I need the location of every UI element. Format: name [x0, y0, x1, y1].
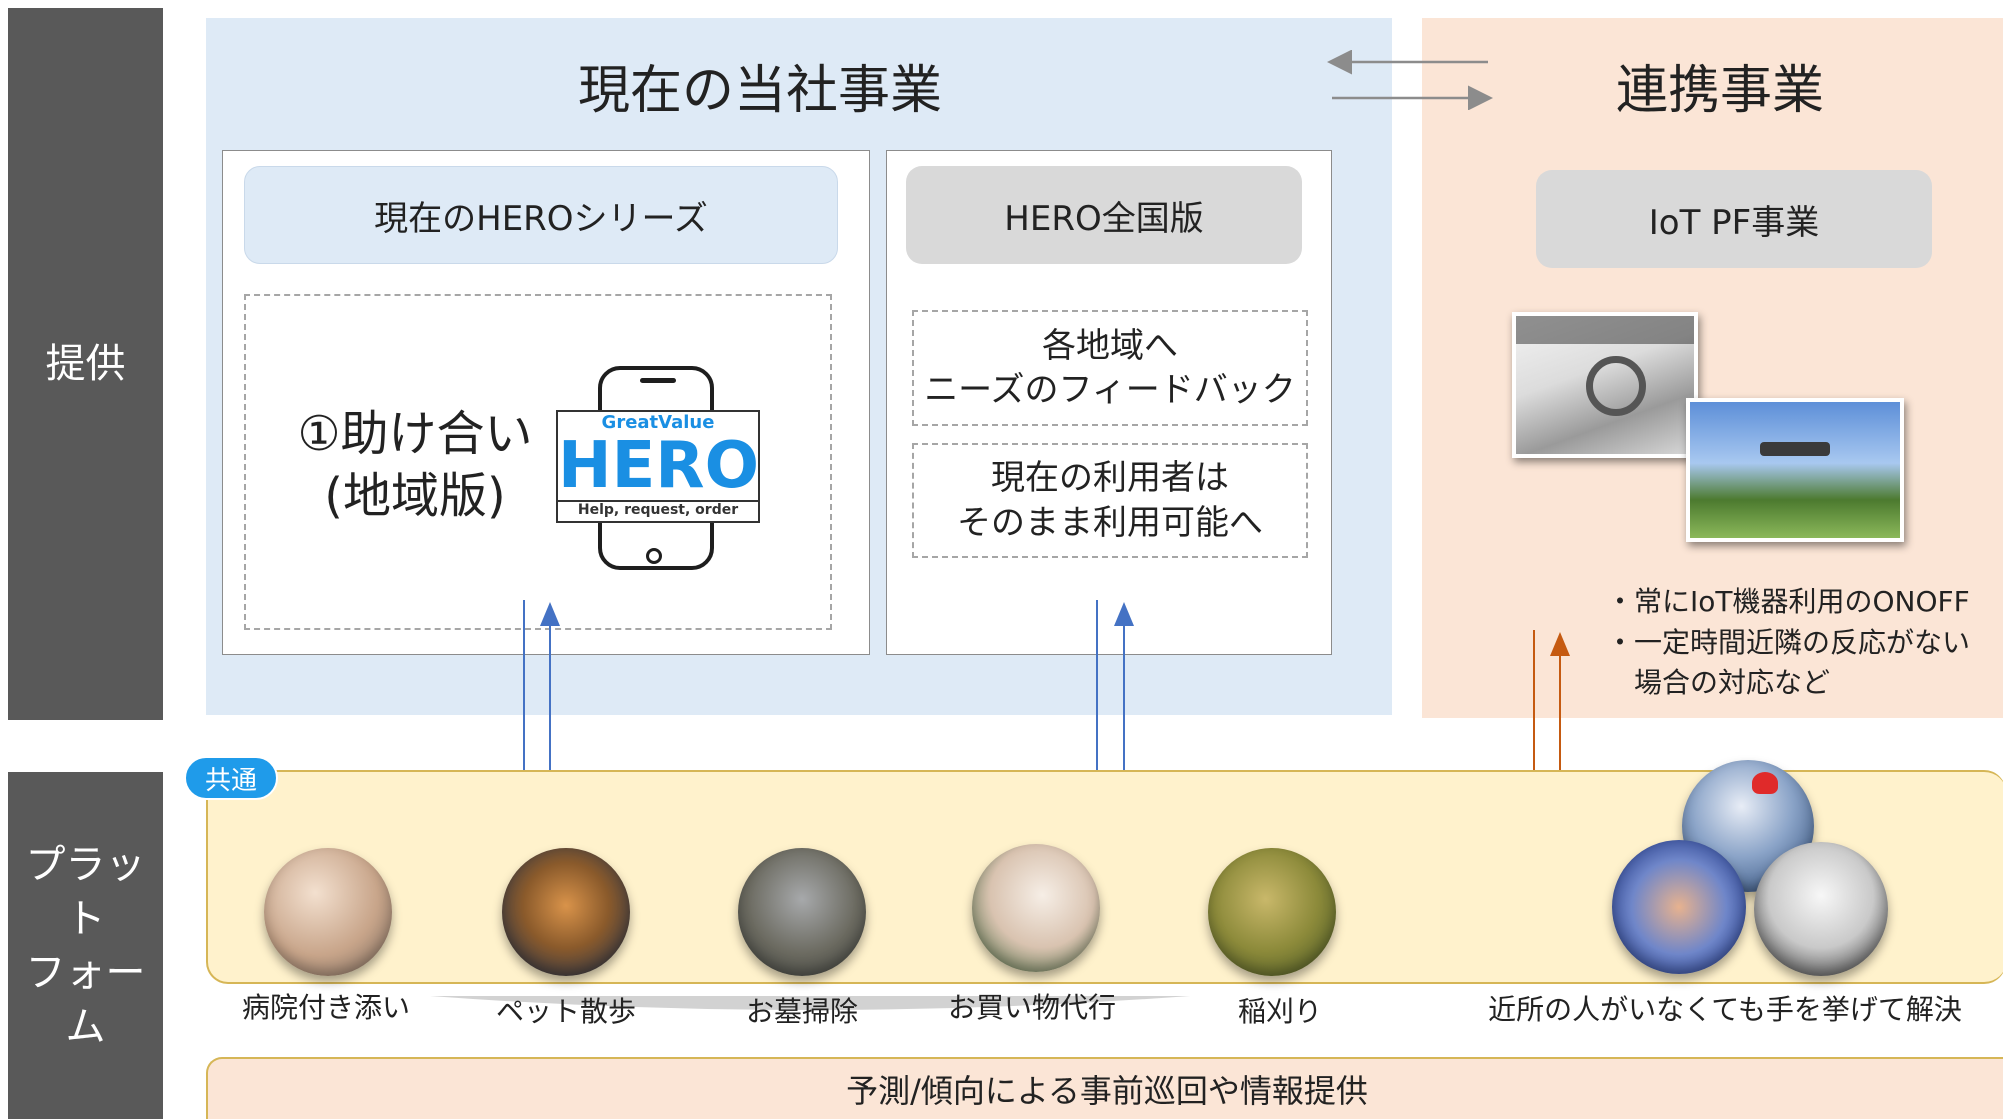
- dog-walk-photo: [502, 848, 630, 976]
- provide-sidebar: 提供: [8, 8, 163, 720]
- iot-bullet-3: 場合の対応など: [1606, 666, 1831, 700]
- raise-hand-caption: 近所の人がいなくても手を挙げて解決: [1488, 993, 1962, 1026]
- proactive-patrol-bar: 予測/傾向による事前巡回や情報提供: [206, 1057, 2003, 1119]
- service-caption-4: 稲刈り: [1237, 995, 1322, 1028]
- hero-series-dashed-box: [244, 294, 832, 630]
- raise-hand-photo-left: [1612, 840, 1746, 974]
- steering-wheel-icon: [1586, 356, 1646, 416]
- hero-logo: GreatValue HERO Help, request, order: [556, 410, 760, 523]
- hero-logo-top: GreatValue: [601, 412, 715, 433]
- caption-swoosh: [430, 996, 1190, 1010]
- hospital-escort-photo: [264, 848, 392, 976]
- provide-label: 提供: [45, 341, 126, 387]
- service-caption-3: お買い物代行: [947, 991, 1116, 1024]
- iot-bullet-2: ・一定時間近隣の反応がない: [1606, 625, 1971, 659]
- partner-business-title: 連携事業: [1615, 60, 1824, 121]
- platform-label: プラット フォーム: [25, 841, 146, 1050]
- common-badge: 共通: [184, 756, 278, 800]
- drone-icon: [1760, 442, 1830, 456]
- drone-photo: [1686, 398, 1904, 542]
- platform-sidebar: プラット フォーム: [8, 772, 163, 1119]
- existing-users-note: 現在の利用者は そのまま利用可能へ: [912, 443, 1308, 558]
- hero-logo-tagline: Help, request, order: [558, 500, 758, 522]
- rice-harvest-photo: [1208, 848, 1336, 976]
- iot-bullets: ・常にIoT機器利用のONOFF ・一定時間近隣の反応がない 場合の対応など: [1606, 582, 2003, 702]
- hero-national-label: HERO全国版: [906, 166, 1302, 264]
- shopping-proxy-photo: [972, 844, 1100, 972]
- raise-hand-photo-right: [1754, 842, 1888, 976]
- mutual-aid-text: ①助け合い (地域版): [297, 405, 533, 524]
- grave-cleaning-photo: [738, 848, 866, 976]
- hero-series-label: 現在のHEROシリーズ: [244, 166, 838, 264]
- service-caption-0: 病院付き添い: [241, 991, 410, 1024]
- car-interior-photo: [1512, 312, 1698, 458]
- exchange-arrows: [1327, 50, 1493, 110]
- iot-pf-label: IoT PF事業: [1536, 170, 1932, 268]
- hero-logo-main: HERO: [558, 429, 759, 503]
- service-caption-2: お墓掃除: [745, 995, 858, 1028]
- iot-bullet-1: ・常にIoT機器利用のONOFF: [1606, 585, 1970, 618]
- current-business-title: 現在の当社事業: [577, 60, 942, 121]
- needs-feedback-note: 各地域へ ニーズのフィードバック: [912, 310, 1308, 426]
- windshield-band: [1516, 316, 1694, 344]
- balloon-icon: [1752, 772, 1778, 794]
- phone-home-button: [646, 548, 662, 564]
- service-caption-1: ペット散歩: [495, 995, 636, 1028]
- phone-speaker: [640, 378, 676, 383]
